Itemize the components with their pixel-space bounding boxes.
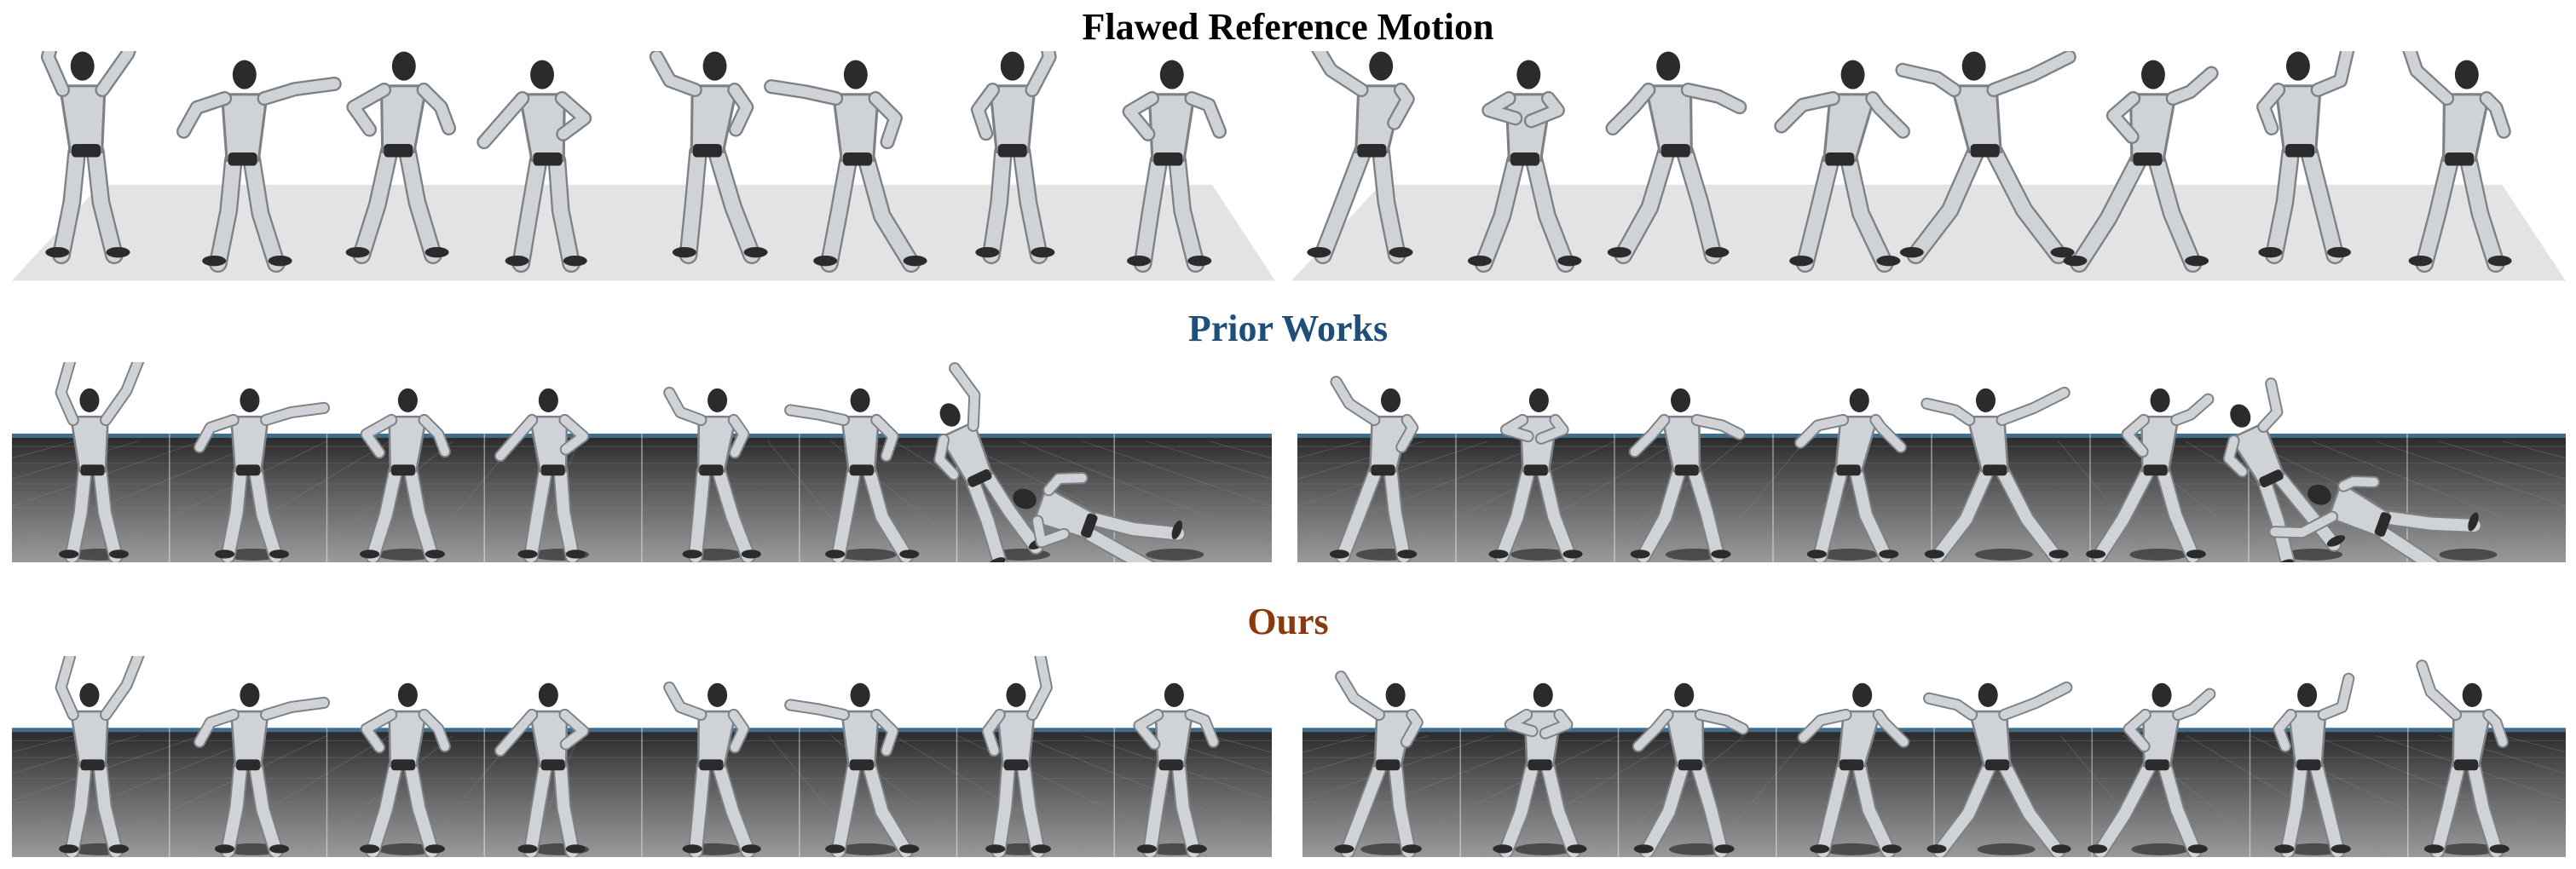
humanoid-robot-icon bbox=[1920, 386, 2071, 562]
sim-horizon bbox=[1297, 433, 2566, 438]
sim-horizon bbox=[12, 433, 1272, 438]
humanoid-robot-icon bbox=[40, 51, 137, 265]
humanoid-robot-icon bbox=[981, 656, 1053, 857]
prior-works-panel-left bbox=[12, 362, 1272, 562]
humanoid-robot-icon bbox=[55, 656, 145, 857]
humanoid-robot-icon bbox=[1632, 682, 1749, 857]
humanoid-robot-icon bbox=[2273, 672, 2355, 857]
humanoid-robot-icon bbox=[764, 60, 927, 273]
humanoid-robot-icon bbox=[477, 60, 592, 273]
humanoid-robot-icon bbox=[1307, 51, 1415, 265]
sim-ground bbox=[12, 730, 1272, 857]
humanoid-robot-icon bbox=[2416, 659, 2510, 857]
humanoid-robot-icon bbox=[193, 388, 331, 562]
humanoid-robot-icon bbox=[2063, 60, 2219, 273]
humanoid-robot-icon bbox=[649, 51, 768, 265]
humanoid-robot-icon bbox=[2087, 682, 2216, 857]
humanoid-robot-icon bbox=[1774, 60, 1910, 273]
reference-panel-right bbox=[1291, 51, 2566, 285]
humanoid-robot-icon bbox=[360, 682, 451, 857]
humanoid-robot-icon bbox=[663, 386, 761, 562]
humanoid-robot-icon bbox=[176, 60, 342, 273]
humanoid-robot-icon bbox=[1334, 670, 1424, 857]
humanoid-robot-icon bbox=[1122, 60, 1227, 273]
humanoid-robot-icon bbox=[784, 682, 920, 857]
reference-row-title: Flawed Reference Motion bbox=[1082, 6, 1494, 48]
sim-horizon bbox=[1302, 728, 2566, 733]
humanoid-robot-icon bbox=[784, 388, 920, 562]
humanoid-robot-icon bbox=[1133, 682, 1220, 857]
humanoid-robot-icon bbox=[55, 362, 145, 562]
humanoid-robot-icon bbox=[1488, 388, 1583, 562]
prior-works-row-title: Prior Works bbox=[1187, 308, 1389, 349]
humanoid-robot-icon bbox=[1895, 51, 2076, 265]
humanoid-robot-icon bbox=[933, 362, 1048, 562]
humanoid-robot-icon bbox=[494, 682, 590, 857]
humanoid-robot-icon bbox=[345, 51, 457, 265]
humanoid-robot-icon bbox=[1605, 51, 1747, 265]
humanoid-robot-icon bbox=[970, 51, 1057, 265]
humanoid-robot-icon bbox=[193, 682, 331, 857]
humanoid-robot-icon bbox=[663, 681, 761, 857]
humanoid-robot-icon bbox=[2086, 388, 2215, 562]
ours-panel-right bbox=[1302, 656, 2566, 857]
humanoid-robot-icon bbox=[1923, 681, 2073, 857]
humanoid-robot-icon bbox=[1013, 472, 1186, 562]
ours-panel-left bbox=[12, 656, 1272, 857]
humanoid-robot-icon bbox=[2256, 51, 2355, 265]
humanoid-robot-icon bbox=[2402, 51, 2512, 273]
humanoid-robot-icon bbox=[1797, 682, 1910, 857]
humanoid-robot-icon bbox=[2222, 377, 2346, 562]
humanoid-robot-icon bbox=[2268, 475, 2482, 562]
ours-row-title: Ours bbox=[1247, 601, 1329, 642]
humanoid-robot-icon bbox=[1329, 376, 1419, 562]
humanoid-robot-icon bbox=[1493, 682, 1587, 857]
sim-horizon bbox=[12, 728, 1272, 733]
humanoid-robot-icon bbox=[1628, 388, 1746, 562]
prior-works-panel-right bbox=[1297, 362, 2566, 562]
reference-floor bbox=[12, 184, 1275, 281]
humanoid-robot-icon bbox=[1794, 388, 1907, 562]
humanoid-robot-icon bbox=[494, 388, 590, 562]
reference-panel-left bbox=[12, 51, 1275, 285]
humanoid-robot-icon bbox=[360, 388, 451, 562]
humanoid-robot-icon bbox=[1467, 60, 1582, 273]
